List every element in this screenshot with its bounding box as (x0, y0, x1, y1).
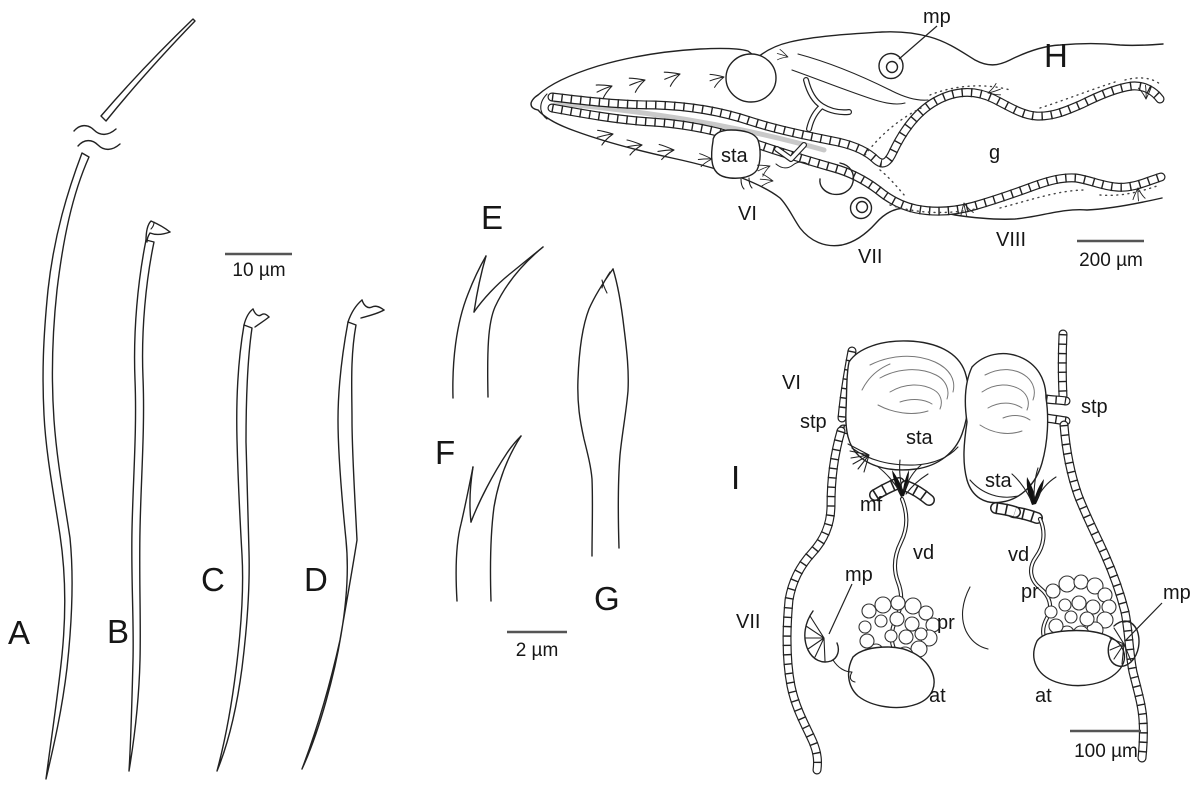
chaeta-d (301, 299, 385, 770)
panel-label-a: A (8, 614, 30, 651)
mp-right-leader-line (1125, 602, 1163, 641)
label-h-g: g (989, 142, 1000, 164)
prostate-left (858, 595, 941, 664)
scalebar-chaetae: 10 µm (225, 252, 292, 281)
label-i-sta-right: sta (985, 470, 1013, 492)
stipple-texture (864, 77, 1161, 214)
male-pore-rosette-right (1107, 620, 1140, 667)
male-funnel-right (996, 467, 1057, 518)
worm-outline-bottom (537, 109, 1163, 247)
pore-circle-inner (855, 200, 869, 214)
label-i-vii: VII (736, 611, 760, 633)
male-pore-inner (885, 60, 899, 74)
label-h-vii: VII (858, 246, 882, 268)
panel-label-g: G (594, 580, 620, 617)
dorsal-vessel (776, 80, 849, 169)
label-i-stp-left: stp (800, 411, 827, 433)
label-i-stp-right: stp (1081, 396, 1108, 418)
scalebar-tips: 2 µm (507, 630, 567, 661)
label-i-mf: mf (860, 494, 883, 516)
atrium-right (1033, 629, 1126, 687)
scalebar-2um-text: 2 µm (516, 640, 559, 661)
male-funnel-left (875, 459, 929, 500)
worm-outline-top (537, 31, 1164, 96)
label-i-at-left: at (929, 685, 946, 707)
mp-leader-line (898, 25, 938, 60)
chaeta-c (216, 308, 270, 772)
panel-label-d: D (304, 561, 328, 598)
statocyst-outline (710, 129, 761, 179)
label-i-vi: VI (782, 372, 801, 394)
chaeta-tip-e (452, 246, 544, 399)
male-pore-rosette-left (804, 610, 856, 683)
label-h-sta: sta (721, 145, 749, 167)
label-i-mp-right: mp (1163, 582, 1191, 604)
panel-i-genitalia: 100 µm VI stp sta stp sta mf vd vd mp mp… (736, 334, 1191, 770)
scalebar-10um-text: 10 µm (232, 260, 285, 281)
hook-structure (819, 162, 855, 196)
panel-label-h: H (1044, 37, 1068, 74)
label-i-mp-left: mp (845, 564, 873, 586)
label-h-vi: VI (738, 203, 757, 225)
panel-h-worm: 200 µm mp g sta VI VII VIII (530, 6, 1164, 271)
mp-left-leader-line (828, 583, 853, 635)
pharynx-circle (725, 53, 777, 103)
spermatheca-right (963, 352, 1049, 504)
panel-label-f: F (435, 434, 455, 471)
label-i-vd-left: vd (913, 542, 934, 564)
label-i-pr-left: pr (937, 612, 955, 634)
label-i-at-right: at (1035, 685, 1052, 707)
label-i-pr-right: pr (1021, 581, 1039, 603)
label-h-viii: VIII (996, 229, 1026, 251)
chaeta-tip-g (577, 268, 629, 557)
label-i-vd-right: vd (1008, 544, 1029, 566)
panel-label-i: I (731, 459, 740, 496)
prostate-right (1044, 574, 1117, 643)
atrium-left (847, 646, 935, 709)
chaeta-a (42, 18, 196, 780)
label-h-mp: mp (923, 6, 951, 28)
worm-snout (530, 94, 539, 111)
chaeta-tip-f (455, 435, 522, 602)
panel-label-e: E (481, 199, 503, 236)
chaeta-b (128, 220, 171, 772)
scalebar-200um-text: 200 µm (1079, 250, 1143, 271)
scalebar-100um-text: 100 µm (1074, 741, 1138, 762)
panel-label-c: C (201, 561, 225, 598)
label-i-sta-left: sta (906, 427, 934, 449)
panel-label-b: B (107, 613, 129, 650)
spermatheca-left (845, 340, 970, 473)
